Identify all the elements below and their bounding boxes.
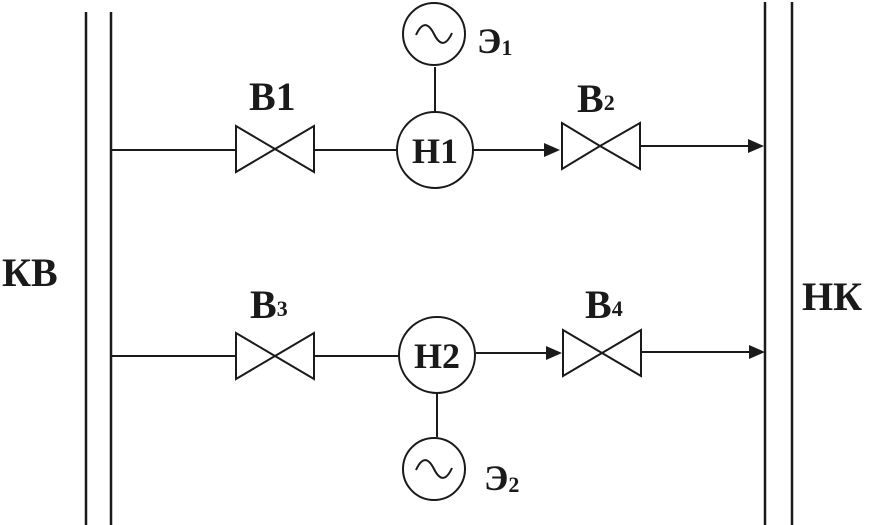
motor-e2-label: Э2 [484, 458, 519, 498]
motor-e2 [402, 437, 466, 501]
upper-outlet-arrow [748, 139, 764, 153]
lower-outlet-arrow [749, 345, 765, 359]
source-label: КВ [2, 250, 58, 295]
valve-b3-label: В3 [250, 282, 288, 327]
valve-b1 [235, 124, 315, 174]
motor-e1-label: Э1 [477, 21, 512, 61]
valve-b3 [235, 331, 315, 381]
valve-b2 [561, 121, 641, 171]
source-collector [84, 12, 113, 525]
lower-pump-arrow [546, 346, 562, 360]
lower-pipeline [111, 351, 750, 357]
valve-b4-label: В4 [585, 282, 623, 327]
upper-pipeline [111, 145, 750, 151]
pump-h2-label: Н2 [414, 336, 460, 376]
valve-b2-label: В2 [577, 76, 615, 121]
motor-e1 [402, 2, 466, 66]
pump-h1-label: Н1 [412, 131, 458, 171]
valve-b4 [562, 328, 642, 378]
sink-label: НК [802, 274, 862, 319]
valve-b1-label: В1 [249, 74, 296, 119]
upper-pump-arrow [544, 143, 560, 157]
sink-collector [763, 2, 794, 525]
